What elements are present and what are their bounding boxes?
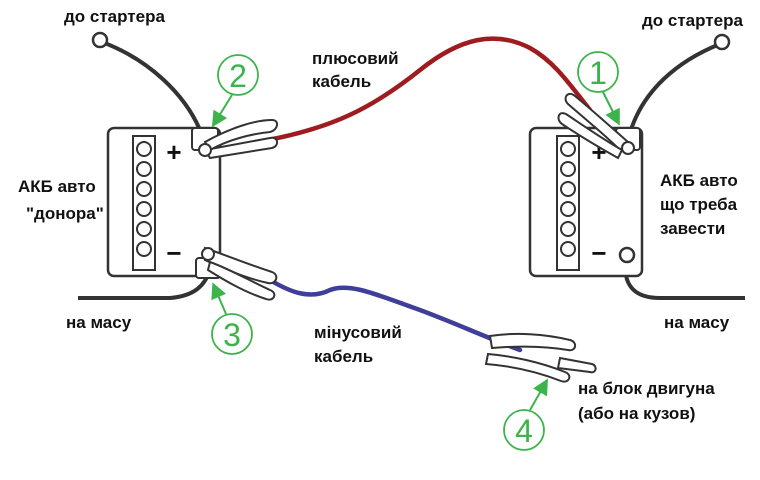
donor-plus-sign: + [166,137,181,167]
label-target-line1: АКБ авто [660,171,738,190]
target-minus-terminal-icon [618,246,636,264]
step-4-marker: 4 [503,378,548,451]
label-engine-line2: (або на кузов) [578,404,696,423]
step-1-marker: 1 [577,51,620,126]
ground-wire-right [623,257,745,300]
plus-cable [265,36,593,143]
label-engine-line1: на блок двигуна [578,379,715,398]
clamp-engine-block-icon [484,332,597,383]
label-starter-left: до стартера [64,7,165,26]
starter-terminal-left-icon [91,31,109,49]
clamp-target-plus-icon [557,92,641,160]
label-target-line3: завести [660,219,726,238]
step-2-marker: 2 [211,54,259,128]
label-ground-right: на масу [664,313,730,332]
svg-text:1: 1 [589,55,607,91]
starter-terminal-right-icon [713,33,731,51]
donor-minus-sign: − [166,238,181,268]
label-donor-line1: АКБ авто [18,177,96,196]
label-minus-cable-line2: кабель [314,347,374,366]
label-ground-left: на масу [66,313,132,332]
svg-text:4: 4 [515,413,533,449]
label-starter-right: до стартера [642,11,743,30]
label-plus-cable-line2: кабель [312,72,372,91]
target-battery-icon: + − [528,126,644,278]
target-minus-sign: − [591,238,606,268]
starter-wire-left [91,31,202,131]
step-3-marker: 3 [211,282,253,355]
label-minus-cable-line1: мінусовий [314,323,402,342]
label-donor-line2: "донора" [26,204,104,223]
clamp-donor-plus-icon [191,118,278,160]
minus-cable [267,277,523,353]
label-plus-cable-line1: плюсовий [312,49,399,68]
svg-text:2: 2 [229,58,247,94]
label-target-line2: що треба [660,195,738,214]
starter-wire-right [626,33,731,141]
donor-battery-icon: + − [106,126,222,278]
clamp-donor-minus-icon [195,246,278,301]
svg-text:3: 3 [223,317,241,353]
